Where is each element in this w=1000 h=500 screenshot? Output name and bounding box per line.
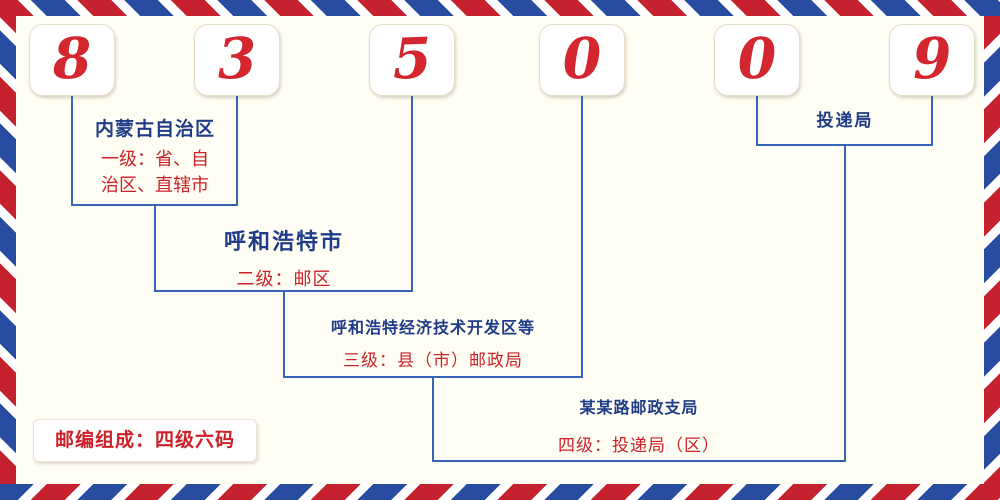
level-3-desc: 三级：县（市）邮政局 [343, 351, 523, 371]
level-4-desc: 四级：投递局（区） [558, 436, 720, 456]
connector-vline-level1-drop [154, 204, 156, 292]
digit-1: 8 [51, 25, 93, 93]
digit-box-3: 5 [369, 24, 455, 96]
connector-vline-digit1 [71, 96, 73, 206]
connector-vline-digit6 [931, 96, 933, 146]
connector-vline-level3-drop [432, 376, 434, 462]
level-4-name: 某某路邮政支局 [579, 398, 699, 417]
connector-vline-digit2 [236, 96, 238, 206]
digit-3: 5 [391, 25, 433, 93]
connector-vline-digit3 [411, 96, 413, 292]
digit-box-5: 0 [714, 24, 800, 96]
airmail-border-left [0, 16, 16, 484]
connector-vline-digit4 [581, 96, 583, 378]
digit-box-6: 9 [889, 24, 975, 96]
digit-4: 0 [561, 25, 603, 93]
level-2-name: 呼和浩特市 [223, 230, 344, 255]
level-3-label: 呼和浩特经济技术开发区等 三级：县（市）邮政局 [283, 314, 583, 371]
level-4-label: 某某路邮政支局 四级：投递局（区） [489, 394, 789, 456]
level-1-label: 内蒙古自治区 一级：省、自治区、直辖市 [75, 114, 235, 198]
digit-box-1: 8 [29, 24, 115, 96]
digit-box-2: 3 [194, 24, 280, 96]
level-3-name: 呼和浩特经济技术开发区等 [330, 318, 535, 337]
connector-vline-digit5 [756, 96, 758, 146]
level-1-desc: 一级：省、自治区、直辖市 [101, 149, 209, 196]
digit-box-4: 0 [539, 24, 625, 96]
digit-5: 0 [736, 25, 778, 93]
level-2-desc: 二级：邮区 [236, 269, 332, 290]
level-2-label: 呼和浩特市 二级：邮区 [164, 224, 404, 291]
digit-6: 9 [911, 25, 953, 93]
digit-2: 3 [216, 25, 258, 93]
airmail-border-bottom [0, 484, 1000, 500]
connector-vline-level2-drop [283, 290, 285, 378]
airmail-border-top [0, 0, 1000, 16]
airmail-border-right [984, 16, 1000, 484]
level-1-name: 内蒙古自治区 [94, 118, 215, 140]
delivery-office-label: 投递局 [816, 111, 874, 131]
connector-hline-level4 [432, 460, 846, 462]
connector-vline-delivery-drop [844, 144, 846, 462]
postal-code-composition-note: 邮编组成：四级六码 [33, 419, 257, 462]
